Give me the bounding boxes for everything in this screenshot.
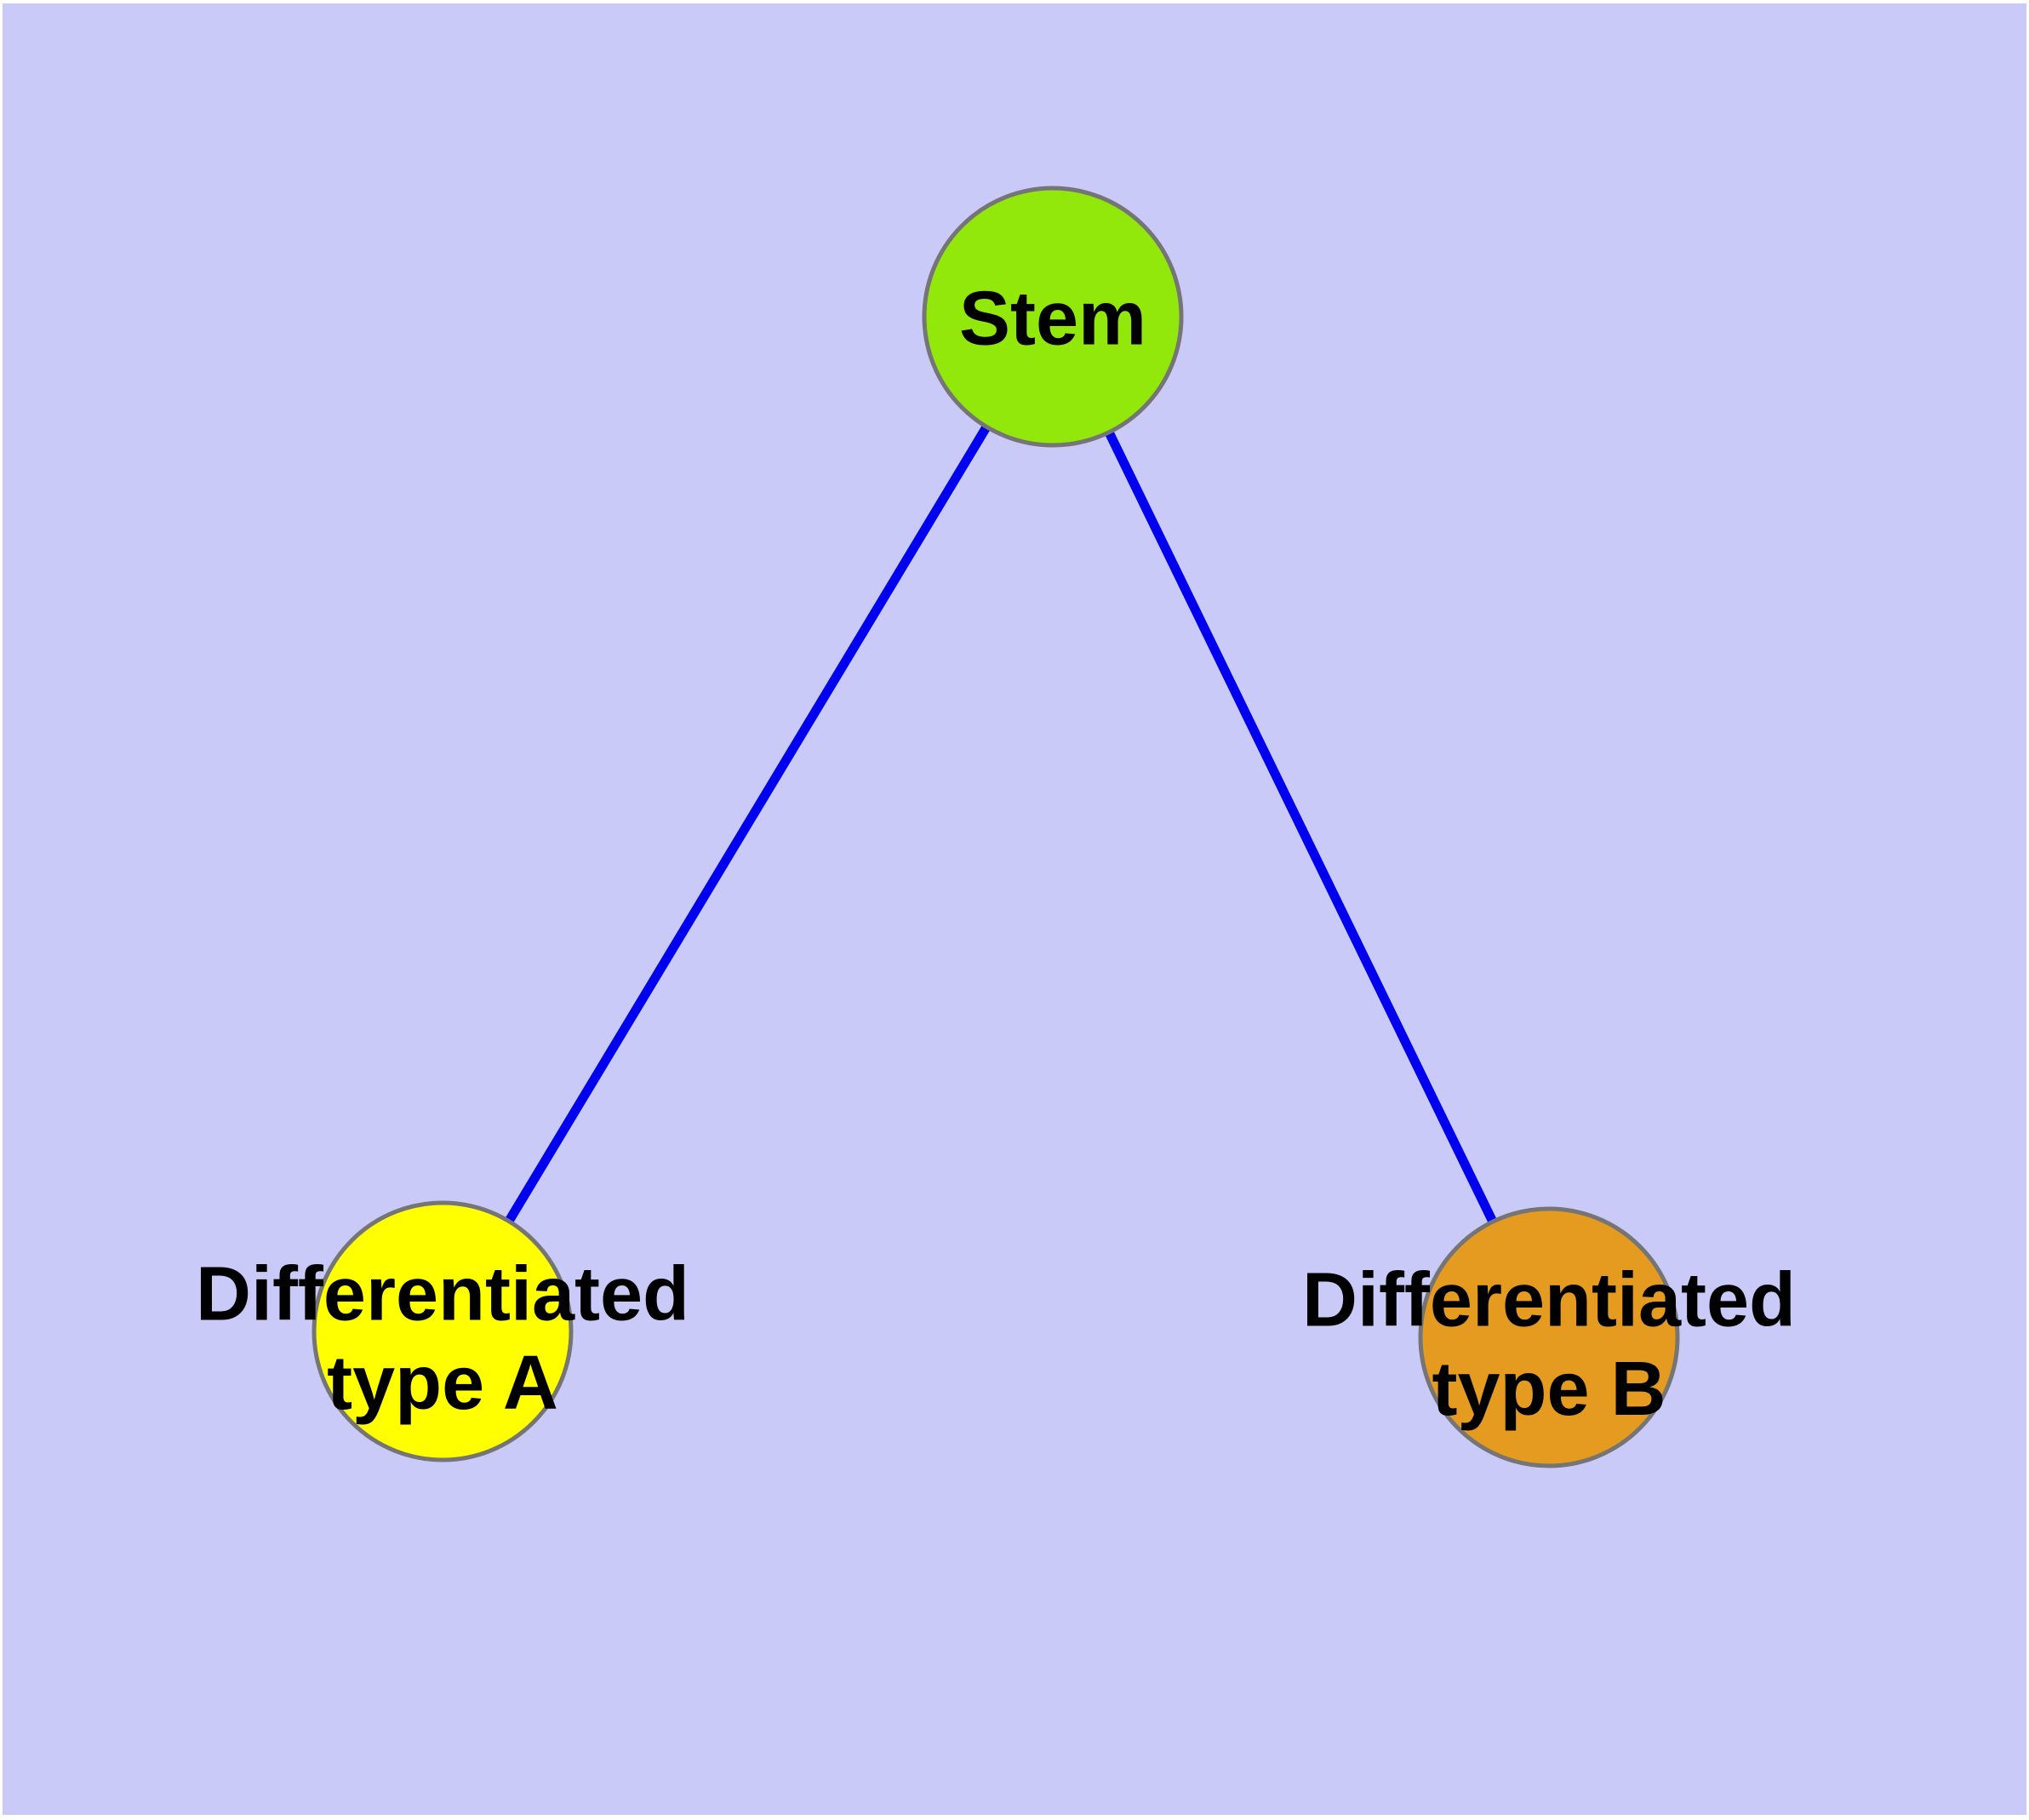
node-differentiated-type-a	[311, 1200, 574, 1462]
edge-stem-to-type-b	[1049, 314, 1553, 1340]
node-type-b-label-line-2: type B	[1432, 1347, 1666, 1432]
node-differentiated-type-b	[1418, 1206, 1680, 1468]
edge-stem-to-type-a	[438, 314, 1057, 1334]
node-stem-label: Stem	[959, 276, 1146, 361]
node-type-a-label-line-1: Differentiated	[196, 1252, 689, 1337]
node-stem	[922, 186, 1184, 448]
node-type-b-label-line-1: Differentiated	[1302, 1258, 1796, 1343]
node-type-a-label-line-2: type A	[327, 1341, 558, 1426]
